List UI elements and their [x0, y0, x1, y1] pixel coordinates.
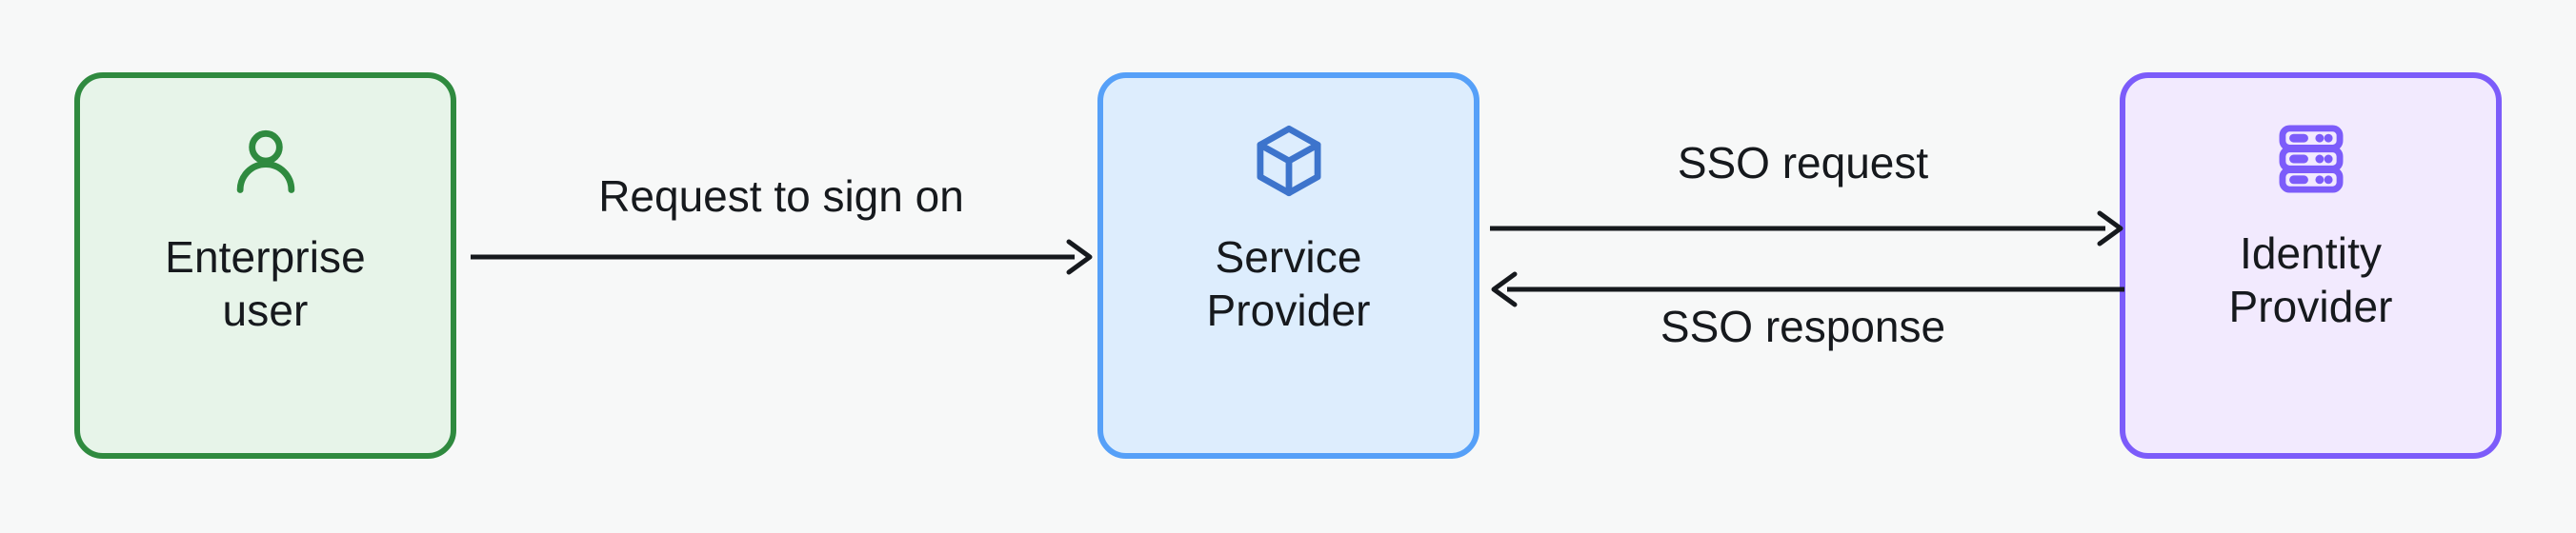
node-enterprise-user-label: Enterprise user: [165, 232, 366, 336]
cube-icon: [1248, 120, 1330, 202]
edge-arrow-request-to-sign-on: [469, 234, 1096, 280]
edge-arrow-sso-response: [1488, 266, 2126, 312]
node-enterprise-user[interactable]: Enterprise user: [74, 72, 456, 459]
node-service-provider-label: Service Provider: [1206, 232, 1371, 336]
edge-arrow-sso-request: [1488, 206, 2126, 251]
node-identity-provider[interactable]: Identity Provider: [2120, 72, 2502, 459]
user-icon: [225, 120, 307, 202]
edge-label-sso-request: SSO request: [1677, 138, 1929, 188]
edge-label-request-to-sign-on: Request to sign on: [598, 171, 964, 221]
server-rack-icon: [2272, 120, 2350, 198]
node-service-provider[interactable]: Service Provider: [1097, 72, 1479, 459]
node-identity-provider-label: Identity Provider: [2228, 228, 2393, 332]
edge-label-sso-response: SSO response: [1660, 302, 1946, 351]
